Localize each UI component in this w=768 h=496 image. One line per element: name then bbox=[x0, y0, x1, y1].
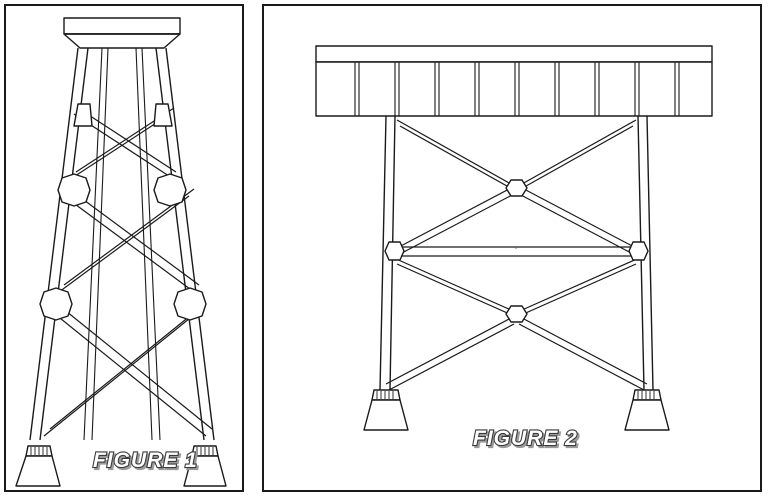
bent-mid-strut bbox=[394, 246, 640, 257]
joint-node-left-mid bbox=[384, 241, 405, 261]
scan-artifact-dot bbox=[515, 247, 517, 249]
tower-brace-panel-3 bbox=[43, 302, 213, 437]
tower-brace-panel-2 bbox=[58, 188, 200, 293]
figure-2-panel: FIGURE 2 FIGURE 2 bbox=[262, 4, 762, 492]
bent-joint-nodes bbox=[384, 179, 649, 323]
figure-2-drawing: FIGURE 2 FIGURE 2 bbox=[315, 45, 713, 453]
figure-1-panel: FIGURE 1 FIGURE 1 bbox=[4, 4, 244, 492]
tower-top-platform bbox=[63, 17, 181, 49]
bent-deck bbox=[315, 45, 713, 117]
figure-2-caption: FIGURE 2 FIGURE 2 bbox=[472, 426, 580, 453]
figure-1-caption-text: FIGURE 1 bbox=[93, 449, 198, 472]
joint-node-upper-center bbox=[505, 179, 528, 197]
tower-footing-right bbox=[183, 445, 227, 487]
figure-2-caption-text: FIGURE 2 bbox=[473, 427, 578, 450]
figure-1-drawing: FIGURE 1 FIGURE 1 bbox=[15, 17, 227, 487]
bent-footing-right bbox=[624, 389, 670, 431]
bent-footing-left bbox=[363, 389, 409, 431]
tower-legs bbox=[29, 47, 215, 441]
tower-joint-collar-top bbox=[73, 103, 173, 127]
tower-joint-node-level-2 bbox=[39, 287, 207, 321]
figure-2-caption-shadow: FIGURE 2 bbox=[475, 429, 580, 452]
joint-node-right-mid bbox=[628, 241, 649, 261]
figure-1-caption: FIGURE 1 FIGURE 1 bbox=[92, 448, 200, 475]
bent-brace-upper bbox=[396, 119, 637, 255]
bent-brace-lower bbox=[385, 257, 648, 391]
joint-node-lower-center bbox=[505, 305, 528, 323]
deck-tie-dividers bbox=[354, 62, 680, 116]
figure-1-caption-shadow: FIGURE 1 bbox=[95, 451, 200, 474]
bent-legs bbox=[379, 115, 654, 391]
tower-footing-left bbox=[15, 445, 61, 487]
tower-joint-node-level-1 bbox=[57, 173, 187, 207]
